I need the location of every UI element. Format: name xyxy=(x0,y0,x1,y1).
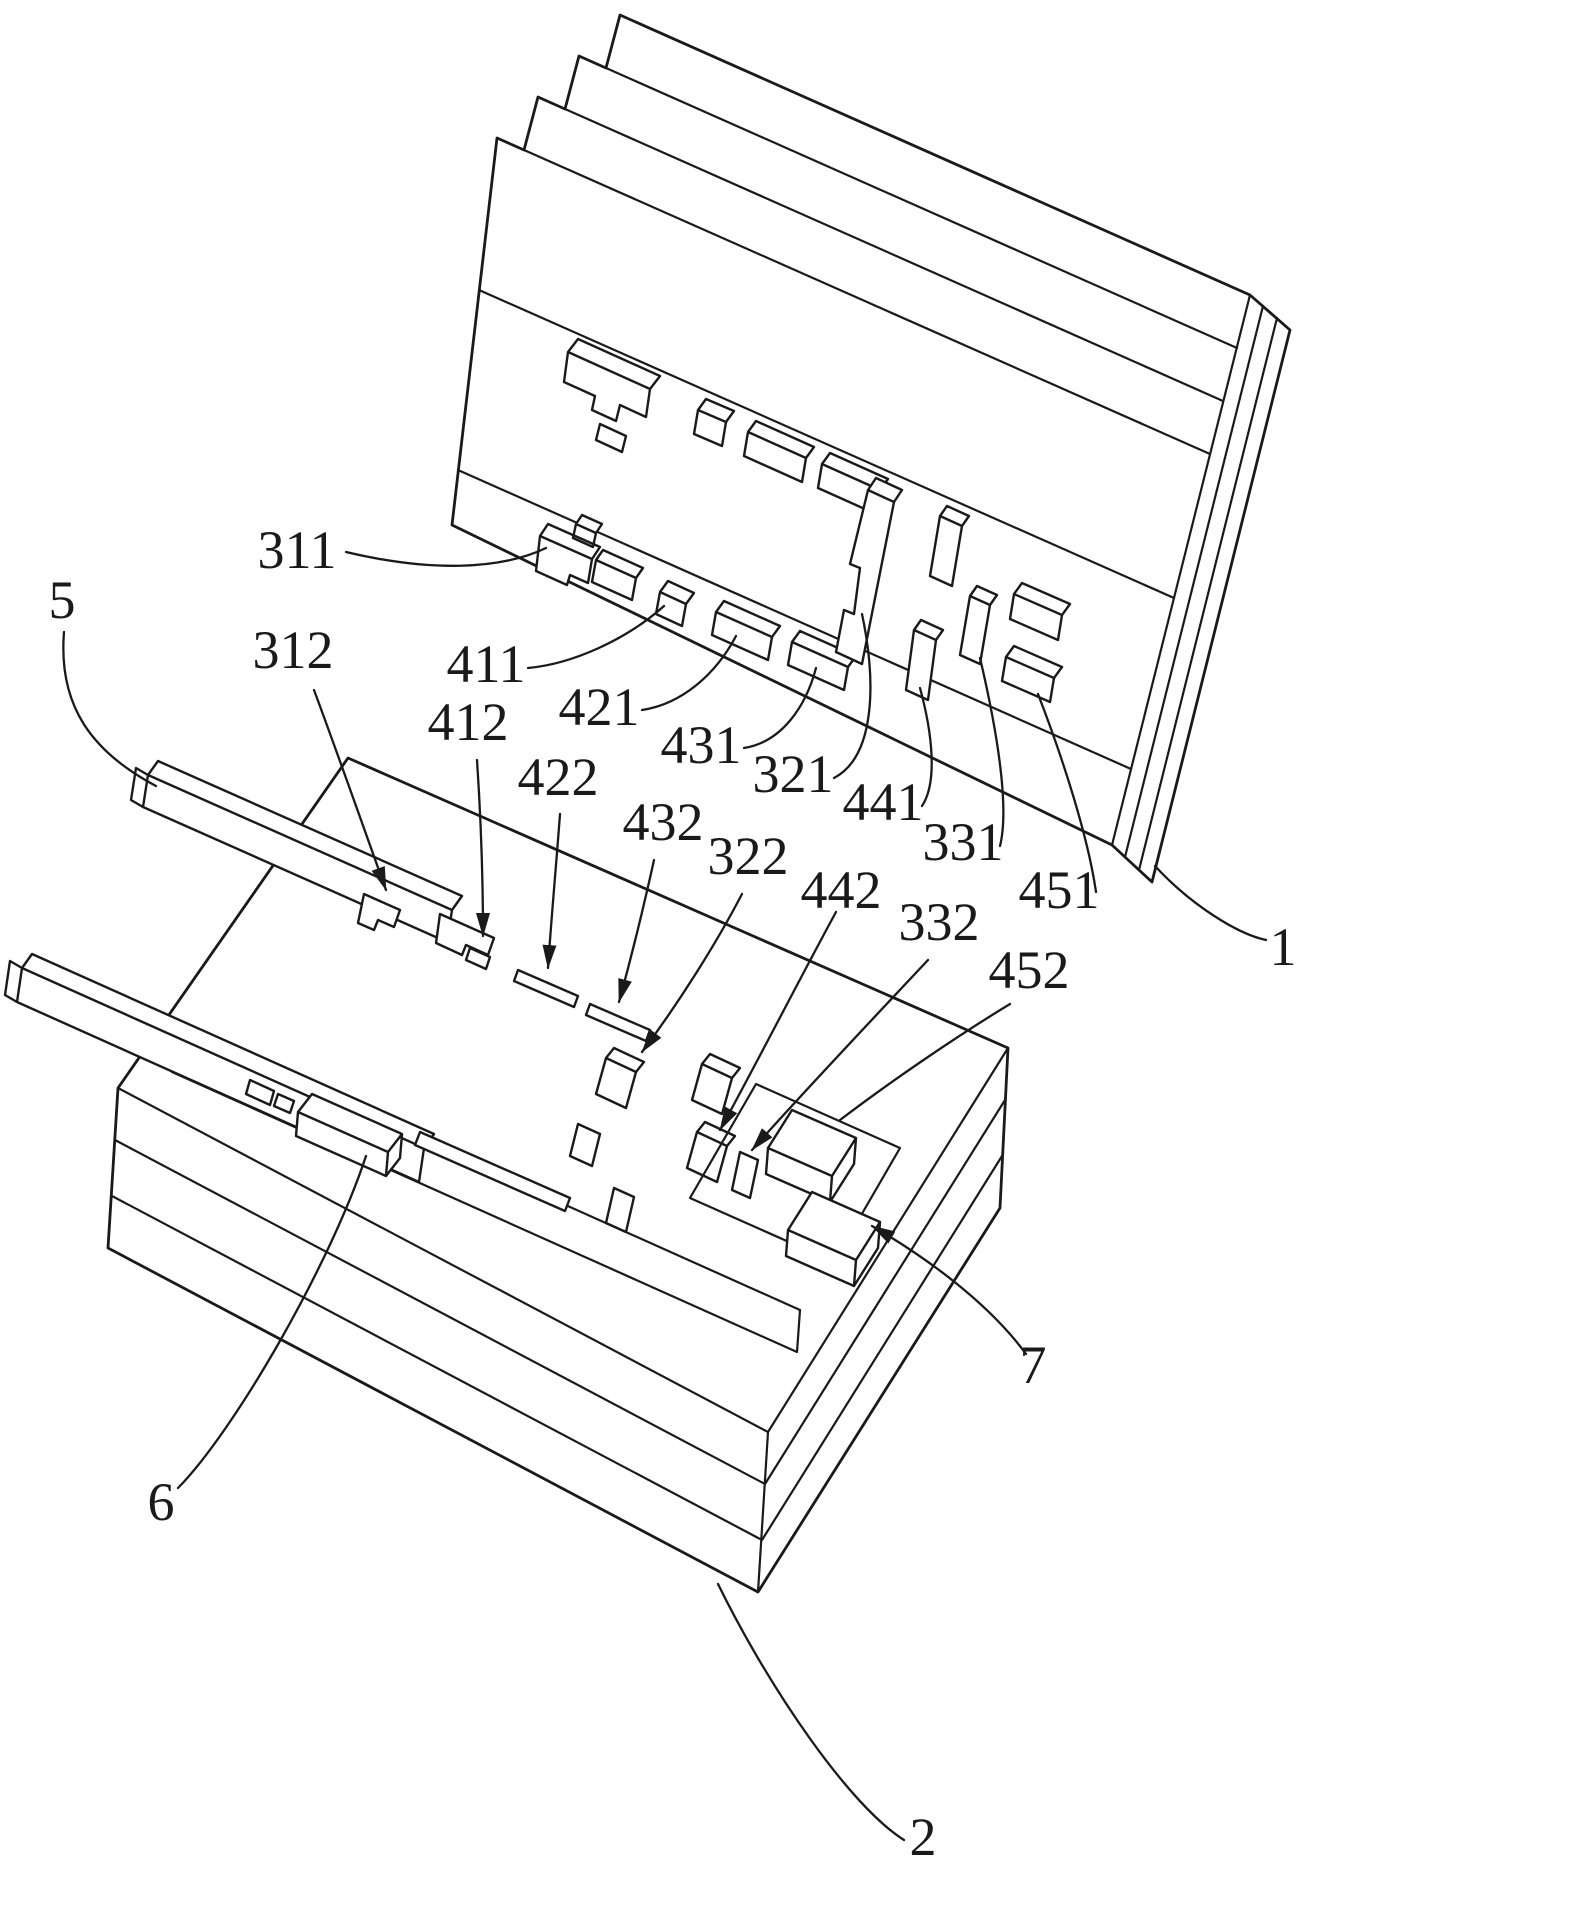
insert-bar-a xyxy=(742,419,816,484)
core-322-prism-b xyxy=(568,1122,602,1168)
label-2: 2 xyxy=(910,1807,937,1867)
leader-441 xyxy=(918,686,933,808)
insert-451-upper xyxy=(1008,581,1072,642)
leader-421 xyxy=(640,634,738,712)
core-312 xyxy=(356,892,402,932)
label-412: 412 xyxy=(428,692,509,752)
insert-441 xyxy=(904,618,945,702)
label-422: 422 xyxy=(518,747,599,807)
leader-6 xyxy=(176,1154,368,1490)
core-small-strip xyxy=(604,1186,636,1234)
leader-2 xyxy=(716,1582,906,1842)
insert-411 xyxy=(654,579,696,628)
leader-411 xyxy=(526,604,666,670)
reference-labels: 311 5 312 411 421 412 431 422 321 432 44… xyxy=(49,520,1297,1867)
insert-t-block xyxy=(562,337,662,454)
leader-5 xyxy=(62,630,158,788)
leader-lines xyxy=(62,546,1268,1842)
core-long-strip xyxy=(413,1130,572,1213)
upper-plate-face-right-edge xyxy=(1110,293,1252,847)
leader-422 xyxy=(542,812,562,970)
lower-face-inserts xyxy=(356,892,902,1288)
insert-331-upper xyxy=(928,504,971,588)
upper-mold-plate xyxy=(450,13,1292,884)
leader-452 xyxy=(838,1002,1012,1122)
upper-plate-lamination-lines xyxy=(456,288,1176,771)
upper-plate-step-lines xyxy=(522,66,1239,456)
rail-small-pieces xyxy=(244,1078,296,1115)
label-442: 442 xyxy=(801,860,882,920)
label-332: 332 xyxy=(899,892,980,952)
label-421: 421 xyxy=(559,677,640,737)
core-442-prism-b xyxy=(685,1120,737,1184)
leader-7 xyxy=(870,1224,1028,1356)
label-312: 312 xyxy=(253,620,334,680)
insert-421 xyxy=(710,599,782,662)
pocket-block-7 xyxy=(784,1190,882,1288)
leader-311 xyxy=(344,546,548,567)
leader-322 xyxy=(640,892,744,1054)
core-322-prism xyxy=(594,1046,646,1110)
insert-321-lshape xyxy=(834,476,904,666)
leader-412 xyxy=(475,758,490,938)
leader-332 xyxy=(750,958,930,1152)
insert-331 xyxy=(958,584,999,666)
leader-312 xyxy=(312,688,388,892)
label-431: 431 xyxy=(661,715,742,775)
insert-cube-a xyxy=(692,397,736,448)
core-422-strip xyxy=(512,968,580,1009)
rail-block-6 xyxy=(294,1092,404,1178)
core-412 xyxy=(434,912,496,971)
leader-442 xyxy=(718,910,838,1132)
label-1: 1 xyxy=(1270,917,1297,977)
insert-311-cluster xyxy=(534,513,645,602)
pocket-block-452 xyxy=(764,1108,858,1204)
label-321: 321 xyxy=(753,744,834,804)
upper-face-inserts xyxy=(534,337,1072,704)
label-452: 452 xyxy=(989,940,1070,1000)
label-451: 451 xyxy=(1019,860,1100,920)
lower-plate-lamination-lines xyxy=(110,1098,1007,1542)
core-332-strip xyxy=(730,1150,760,1200)
leader-432 xyxy=(617,858,656,1004)
leader-321 xyxy=(832,612,872,780)
core-432-strip xyxy=(584,1002,652,1043)
leader-431 xyxy=(742,666,818,750)
label-432: 432 xyxy=(623,792,704,852)
lower-mold-plate xyxy=(3,756,1010,1594)
leader-451 xyxy=(1036,692,1098,894)
guide-rail-5 xyxy=(129,759,464,944)
upper-plate-side-band-lines xyxy=(1123,304,1279,872)
label-7: 7 xyxy=(1020,1335,1047,1395)
leader-331 xyxy=(978,656,1005,848)
label-331: 331 xyxy=(923,812,1004,872)
label-311: 311 xyxy=(258,520,337,580)
label-5: 5 xyxy=(49,570,76,630)
label-411: 411 xyxy=(447,634,526,694)
label-441: 441 xyxy=(843,772,924,832)
label-322: 322 xyxy=(708,826,789,886)
insert-451-lower xyxy=(1000,644,1064,704)
lower-plate-top-face-edges xyxy=(116,1046,1010,1594)
label-6: 6 xyxy=(148,1472,175,1532)
leader-1 xyxy=(1153,864,1268,942)
